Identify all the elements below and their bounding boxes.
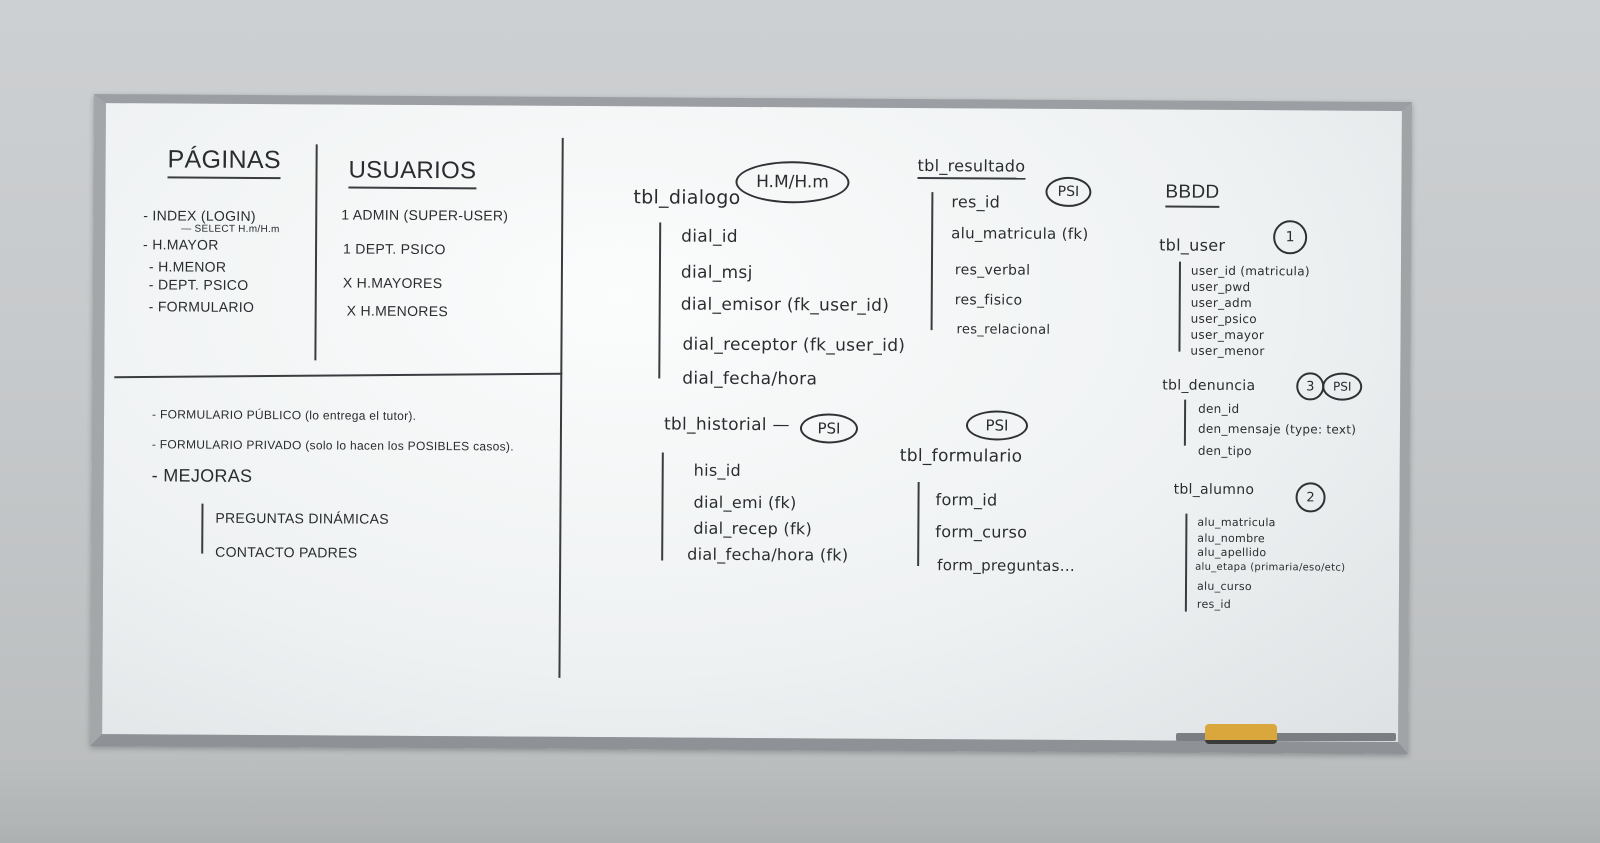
- tbl-historial-field: dial_recep (fk): [693, 518, 813, 539]
- tbl-denuncia-badge-psi-label: PSI: [1332, 379, 1352, 394]
- tbl-dialogo-badge-label: H.M/H.m: [756, 172, 829, 193]
- tbl-resultado-badge-label: PSI: [1057, 183, 1080, 201]
- tbl-user-title: tbl_user: [1159, 235, 1226, 255]
- tbl-alumno-field: alu_apellido: [1197, 545, 1267, 560]
- usuarios-item: X H.MENORES: [346, 302, 449, 320]
- tbl-denuncia-field: den_tipo: [1197, 443, 1252, 459]
- tbl-formulario-field: form_preguntas...: [937, 556, 1076, 575]
- tbl-resultado-field: alu_matricula (fk): [951, 224, 1089, 244]
- marker-tray: [1176, 733, 1396, 741]
- tbl-alumno-badge-label: 2: [1306, 489, 1315, 505]
- tbl-user-field: user_id (matricula): [1190, 263, 1310, 279]
- eraser: [1205, 724, 1277, 744]
- tbl-formulario-title: tbl_formulario: [899, 445, 1023, 467]
- tbl-alumno-field: alu_nombre: [1197, 531, 1266, 546]
- tbl-resultado-field: res_fisico: [954, 292, 1023, 309]
- tbl-resultado-field: res_relacional: [956, 322, 1051, 338]
- tbl-historial-tree: [661, 452, 664, 561]
- tbl-dialogo-field: dial_receptor (fk_user_id): [682, 334, 906, 356]
- tbl-historial-field: his_id: [693, 460, 742, 480]
- tbl-alumno-tree: [1184, 513, 1188, 612]
- tbl-denuncia-badge-label: 3: [1306, 378, 1315, 394]
- tbl-resultado-title: tbl_resultado: [917, 156, 1026, 180]
- tbl-user-badge: 1: [1273, 220, 1308, 255]
- divider-horizontal: [114, 372, 563, 379]
- tbl-alumno-field: res_id: [1196, 597, 1232, 611]
- note-formulario-privado: - FORMULARIO PRIVADO (solo lo hacen los …: [151, 437, 514, 454]
- tbl-dialogo-badge: H.M/H.m: [735, 160, 850, 204]
- paginas-item: - H.MAYOR: [143, 236, 219, 253]
- tbl-alumno-field: alu_curso: [1196, 579, 1253, 594]
- divider-vertical-main: [558, 137, 564, 678]
- usuarios-list: 1 ADMIN (SUPER-USER) 1 DEPT. PSICO X H.M…: [106, 103, 1402, 319]
- paginas-list: - INDEX (LOGIN) — SELECT H.m/H.m - H.MAY…: [106, 103, 1402, 315]
- mejoras-item: PREGUNTAS DINÁMICAS: [215, 509, 389, 527]
- tbl-dialogo-field: dial_fecha/hora: [682, 368, 818, 390]
- tbl-formulario-field: form_curso: [935, 522, 1028, 542]
- tbl-alumno-field: alu_etapa (primaria/eso/etc): [1195, 561, 1346, 574]
- tbl-user-field: user_menor: [1190, 343, 1265, 359]
- tbl-historial-badge-label: PSI: [817, 419, 841, 438]
- tbl-dialogo-title: tbl_dialogo: [633, 186, 741, 209]
- tbl-formulario-tree: [917, 482, 920, 567]
- tbl-dialogo-field: dial_id: [681, 226, 738, 247]
- tbl-denuncia-field: den_id: [1198, 401, 1240, 416]
- tbl-user-field: user_pwd: [1190, 279, 1251, 295]
- tbl-historial-field: dial_emi (fk): [693, 492, 797, 513]
- tbl-dialogo-tree: [658, 222, 662, 379]
- tbl-formulario-field: form_id: [935, 490, 998, 510]
- tbl-dialogo-field: dial_emisor (fk_user_id): [680, 294, 890, 316]
- wall: [0, 760, 1600, 843]
- tbl-user-badge-label: 1: [1285, 229, 1295, 246]
- tbl-denuncia-badge: 3: [1296, 372, 1325, 401]
- tbl-resultado-badge: PSI: [1045, 176, 1092, 208]
- tbl-alumno-badge: 2: [1295, 482, 1326, 513]
- tbl-user-field: user_adm: [1190, 295, 1253, 311]
- tbl-alumno-title: tbl_alumno: [1173, 481, 1255, 499]
- tbl-resultado-tree: [930, 192, 934, 331]
- tbl-alumno-field: alu_matricula: [1197, 515, 1276, 530]
- tbl-denuncia-tree: [1183, 399, 1187, 446]
- divider-vertical-left: [314, 144, 318, 361]
- paginas-item: - FORMULARIO: [148, 298, 255, 315]
- paginas-item: - H.MENOR: [148, 258, 227, 275]
- tbl-historial-badge: PSI: [799, 413, 859, 444]
- tbl-user-tree: [1178, 261, 1181, 352]
- tbl-user-field: user_psico: [1190, 311, 1258, 327]
- mejoras-title: - MEJORAS: [151, 465, 253, 486]
- whiteboard: PÁGINAS - INDEX (LOGIN) — SELECT H.m/H.m…: [90, 93, 1412, 755]
- tbl-user-field: user_mayor: [1190, 327, 1265, 343]
- paginas-title: PÁGINAS: [167, 145, 281, 180]
- tbl-denuncia-field: den_mensaje (type: text): [1197, 421, 1357, 437]
- tbl-resultado-field: res_verbal: [954, 262, 1031, 279]
- usuarios-item: X H.MAYORES: [342, 274, 443, 292]
- bbdd-title: BBDD: [1165, 181, 1220, 208]
- tbl-denuncia-badge-psi: PSI: [1322, 372, 1363, 401]
- usuarios-item: 1 ADMIN (SUPER-USER): [341, 206, 509, 224]
- note-formulario-publico: - FORMULARIO PÚBLICO (lo entrega el tuto…: [152, 407, 417, 423]
- paginas-item: — SELECT H.m/H.m: [181, 223, 280, 236]
- mejoras-item: CONTACTO PADRES: [215, 543, 358, 561]
- tbl-resultado-field: res_id: [951, 192, 1001, 212]
- tbl-formulario-badge-label: PSI: [985, 416, 1009, 435]
- paginas-item: - INDEX (LOGIN): [143, 207, 256, 224]
- paginas-item: - DEPT. PSICO: [148, 276, 249, 293]
- tbl-historial-title: tbl_historial —: [663, 414, 790, 436]
- usuarios-title: USUARIOS: [348, 156, 477, 190]
- tbl-denuncia-title: tbl_denuncia: [1162, 377, 1256, 395]
- tbl-formulario-badge: PSI: [965, 410, 1029, 441]
- mejoras-bracket: [201, 503, 204, 554]
- usuarios-item: 1 DEPT. PSICO: [343, 240, 446, 258]
- tbl-historial-field: dial_fecha/hora (fk): [687, 544, 849, 565]
- tbl-dialogo-field: dial_msj: [680, 262, 753, 284]
